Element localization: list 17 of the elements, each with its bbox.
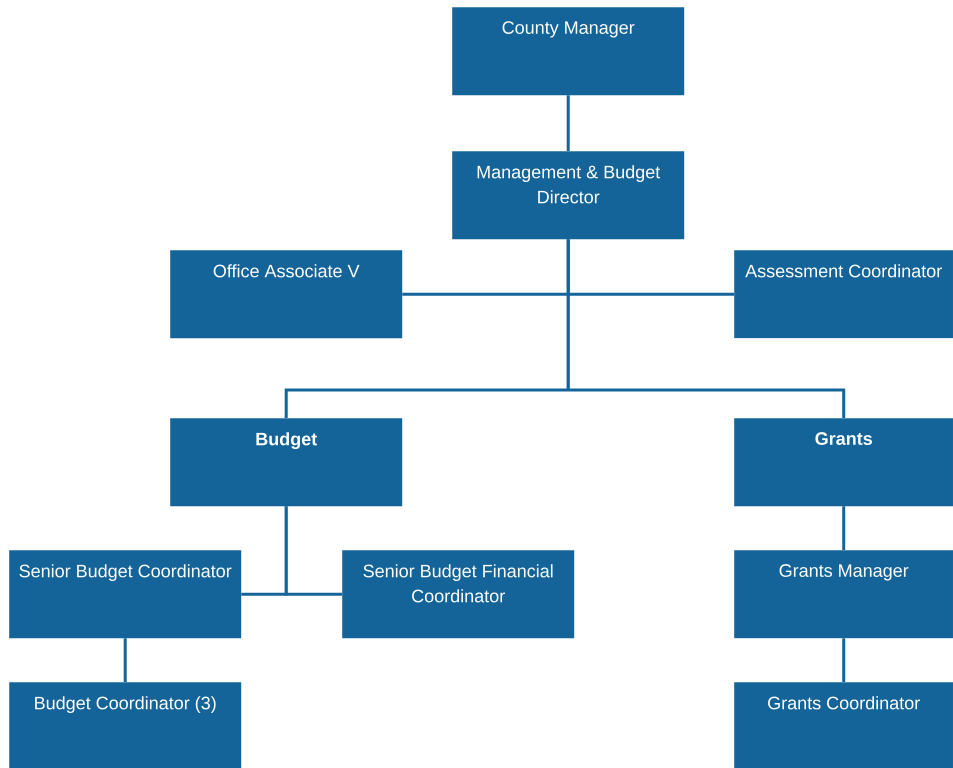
connector-line (124, 638, 127, 682)
position-box: Assessment Coordinator (734, 250, 953, 338)
position-box: Budget Coordinator (3) (9, 682, 242, 768)
position-box: Grants Manager (734, 550, 953, 638)
connector-line (842, 638, 846, 682)
title-box: Budget (170, 418, 402, 506)
connector-line (284, 506, 342, 596)
position-box: Office Associate V (170, 250, 402, 338)
connector-line (566, 239, 846, 418)
position-box: Management & Budget Director (452, 151, 684, 240)
connector-line (842, 506, 846, 550)
position-box: Senior Budget Financial Coordinator (342, 550, 574, 638)
connector-line (566, 95, 570, 151)
position-box: Senior Budget Coordinator (9, 550, 242, 638)
title-box: Grants (734, 418, 953, 506)
position-box: County Manager (452, 7, 684, 96)
position-box: Grants Coordinator (734, 682, 953, 768)
